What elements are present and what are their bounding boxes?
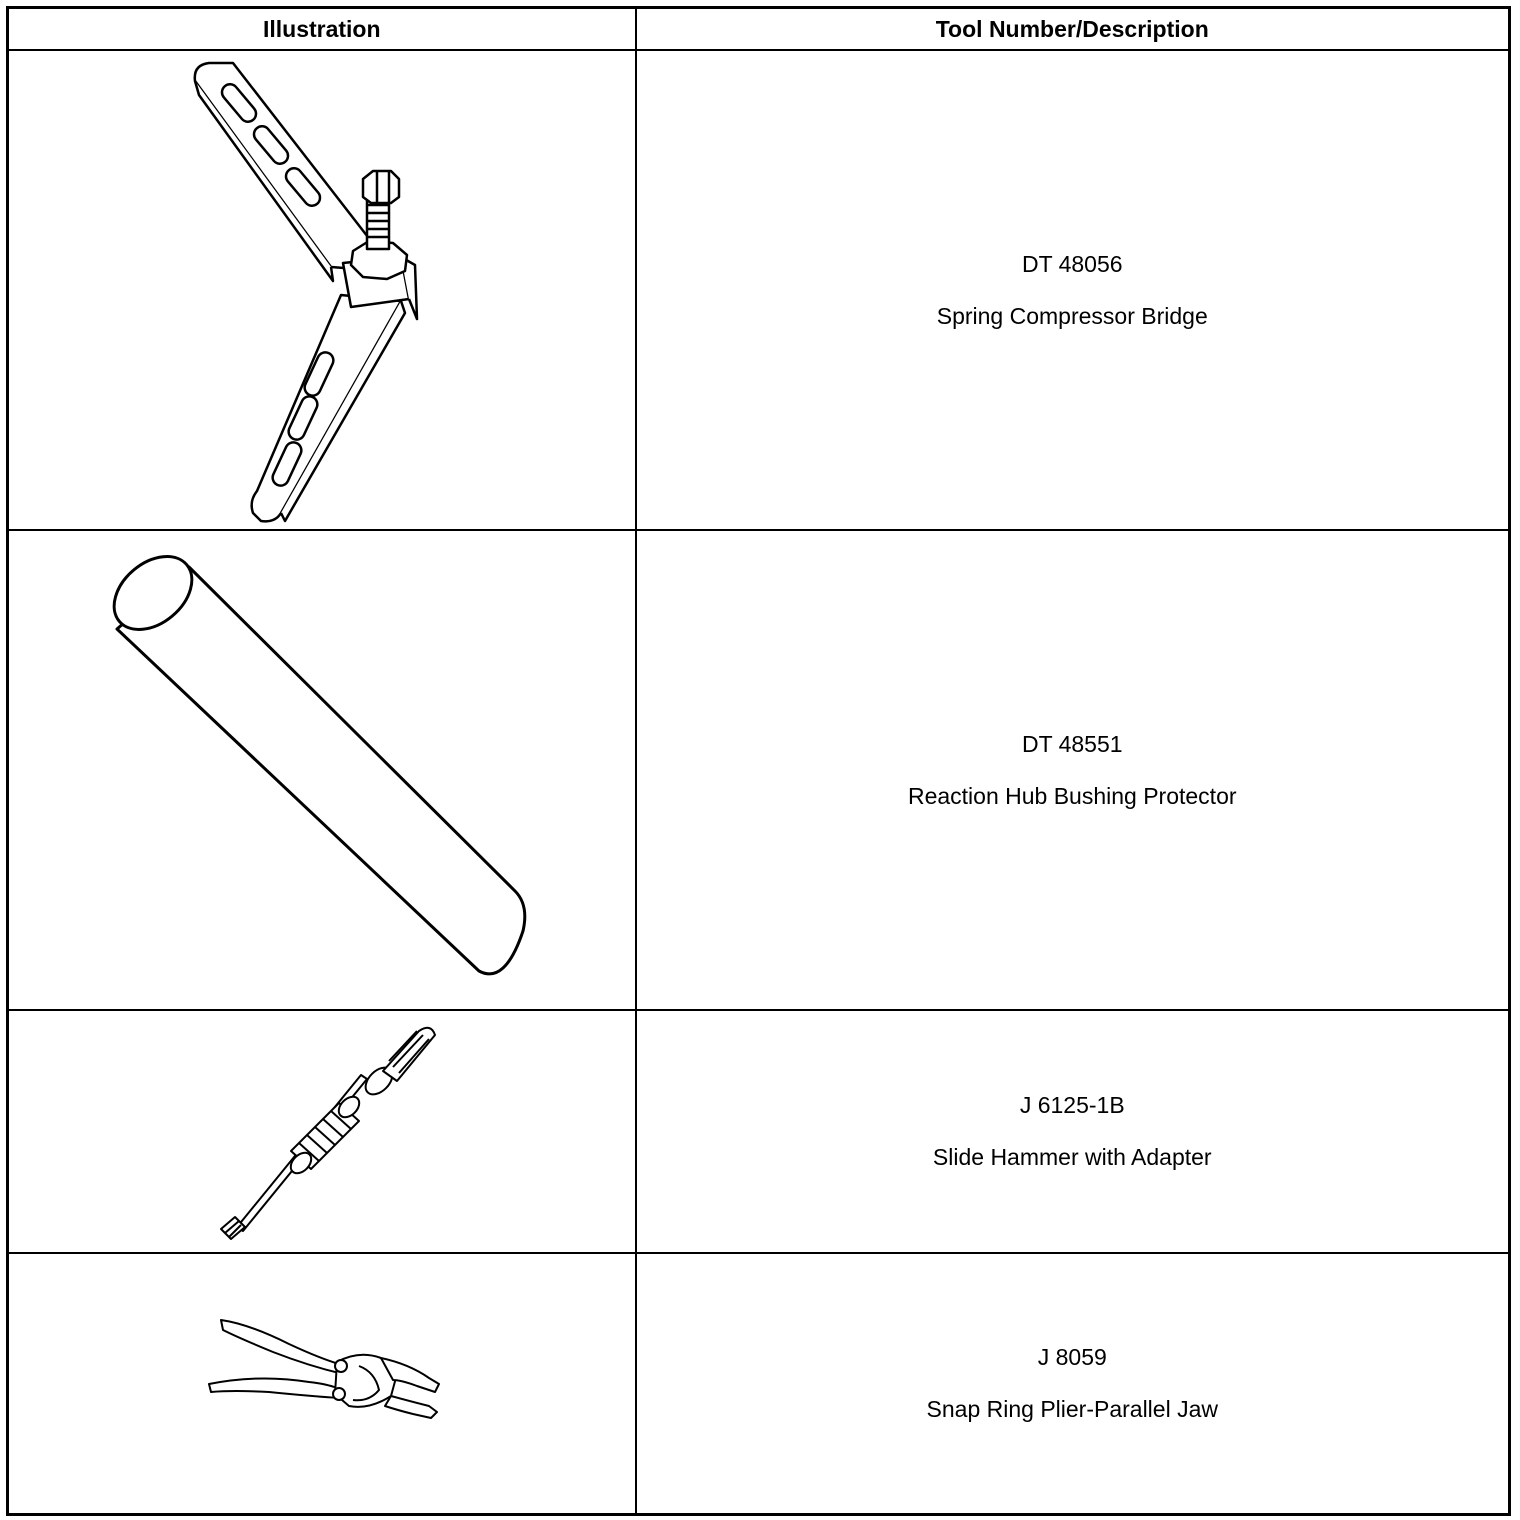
slide-hammer-icon — [220, 1026, 436, 1240]
tool-number: DT 48551 — [1021, 730, 1123, 757]
tool-number: J 8059 — [1037, 1344, 1107, 1370]
spring-compressor-bridge-icon — [193, 61, 419, 523]
table-header-row: Illustration Tool Number/Description — [6, 6, 1511, 51]
table-row: DT 48551 Reaction Hub Bushing Protector — [6, 529, 1511, 1011]
tool-description: Reaction Hub Bushing Protector — [907, 782, 1237, 809]
illustration-cell — [6, 1009, 637, 1254]
tool-description: Spring Compressor Bridge — [936, 302, 1208, 329]
tool-description-cell: J 8059 Snap Ring Plier-Parallel Jaw — [634, 1252, 1511, 1516]
table-row: J 6125-1B Slide Hammer with Adapter — [6, 1009, 1511, 1254]
header-illustration: Illustration — [6, 6, 637, 51]
table-row: J 8059 Snap Ring Plier-Parallel Jaw — [6, 1252, 1511, 1516]
illustration-cell — [6, 49, 637, 531]
table-row: DT 48056 Spring Compressor Bridge — [6, 49, 1511, 531]
tool-number: DT 48056 — [1021, 250, 1123, 277]
tool-description-cell: DT 48056 Spring Compressor Bridge — [634, 49, 1511, 531]
tool-number: J 6125-1B — [1019, 1092, 1125, 1118]
tool-description-cell: J 6125-1B Slide Hammer with Adapter — [634, 1009, 1511, 1254]
bushing-protector-icon — [112, 555, 527, 976]
illustration-cell — [6, 529, 637, 1011]
tool-table: Illustration Tool Number/Description — [6, 6, 1511, 1516]
header-tool-number-description: Tool Number/Description — [634, 6, 1511, 51]
illustration-cell — [6, 1252, 637, 1516]
tool-description: Slide Hammer with Adapter — [932, 1144, 1212, 1170]
tool-description: Snap Ring Plier-Parallel Jaw — [926, 1396, 1218, 1422]
snap-ring-plier-icon — [208, 1319, 440, 1419]
tool-description-cell: DT 48551 Reaction Hub Bushing Protector — [634, 529, 1511, 1011]
